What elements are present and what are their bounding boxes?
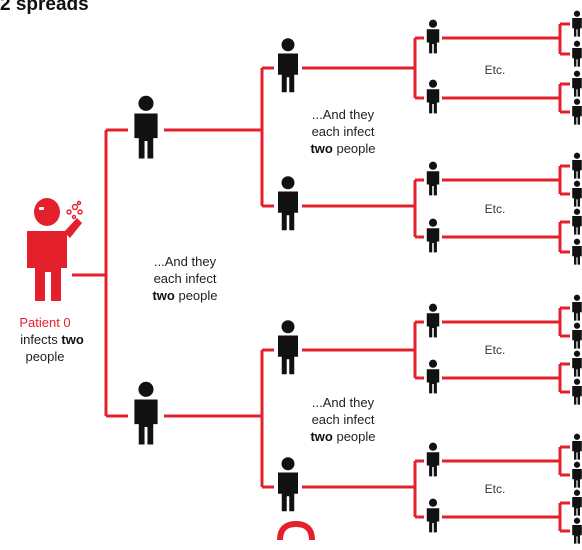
patient-people-line: people [25,349,65,364]
person-icon [426,161,440,196]
person-icon [572,98,582,125]
person-icon [572,378,582,405]
person-icon [572,322,582,349]
person-icon [426,442,440,477]
person-icon [572,208,582,235]
patient-infects-line: infects two [20,332,84,347]
patient-zero-figure [27,198,82,301]
person-icon [278,176,298,231]
person-icon [134,381,158,445]
person-icon [278,38,298,93]
person-icon [572,294,582,321]
person-icon [572,180,582,207]
person-icon [572,10,582,37]
person-icon [572,489,582,516]
person-icon [572,40,582,67]
person-icon [426,498,440,533]
etc-label: Etc. [484,63,506,77]
person-icon [278,457,298,512]
person-icon [426,79,440,114]
cough-spray-icon [66,200,83,220]
person-icon [572,517,582,544]
person-icon [426,19,440,54]
etc-label: Etc. [484,202,506,216]
person-icon [572,152,582,179]
person-icon [134,95,158,159]
page-title: 2 spreads [0,0,89,15]
person-icon [572,70,582,97]
person-icon [426,359,440,394]
person-icon [278,320,298,375]
person-icon [572,238,582,265]
person-icon [426,303,440,338]
partial-red-shape [277,520,315,541]
patient-label: Patient 0 [19,315,71,330]
person-icon [426,218,440,253]
person-icon [572,461,582,488]
person-icon [572,433,582,460]
etc-label: Etc. [484,343,506,357]
connector-lines [72,22,570,533]
etc-label: Etc. [484,482,506,496]
person-icon [572,350,582,377]
